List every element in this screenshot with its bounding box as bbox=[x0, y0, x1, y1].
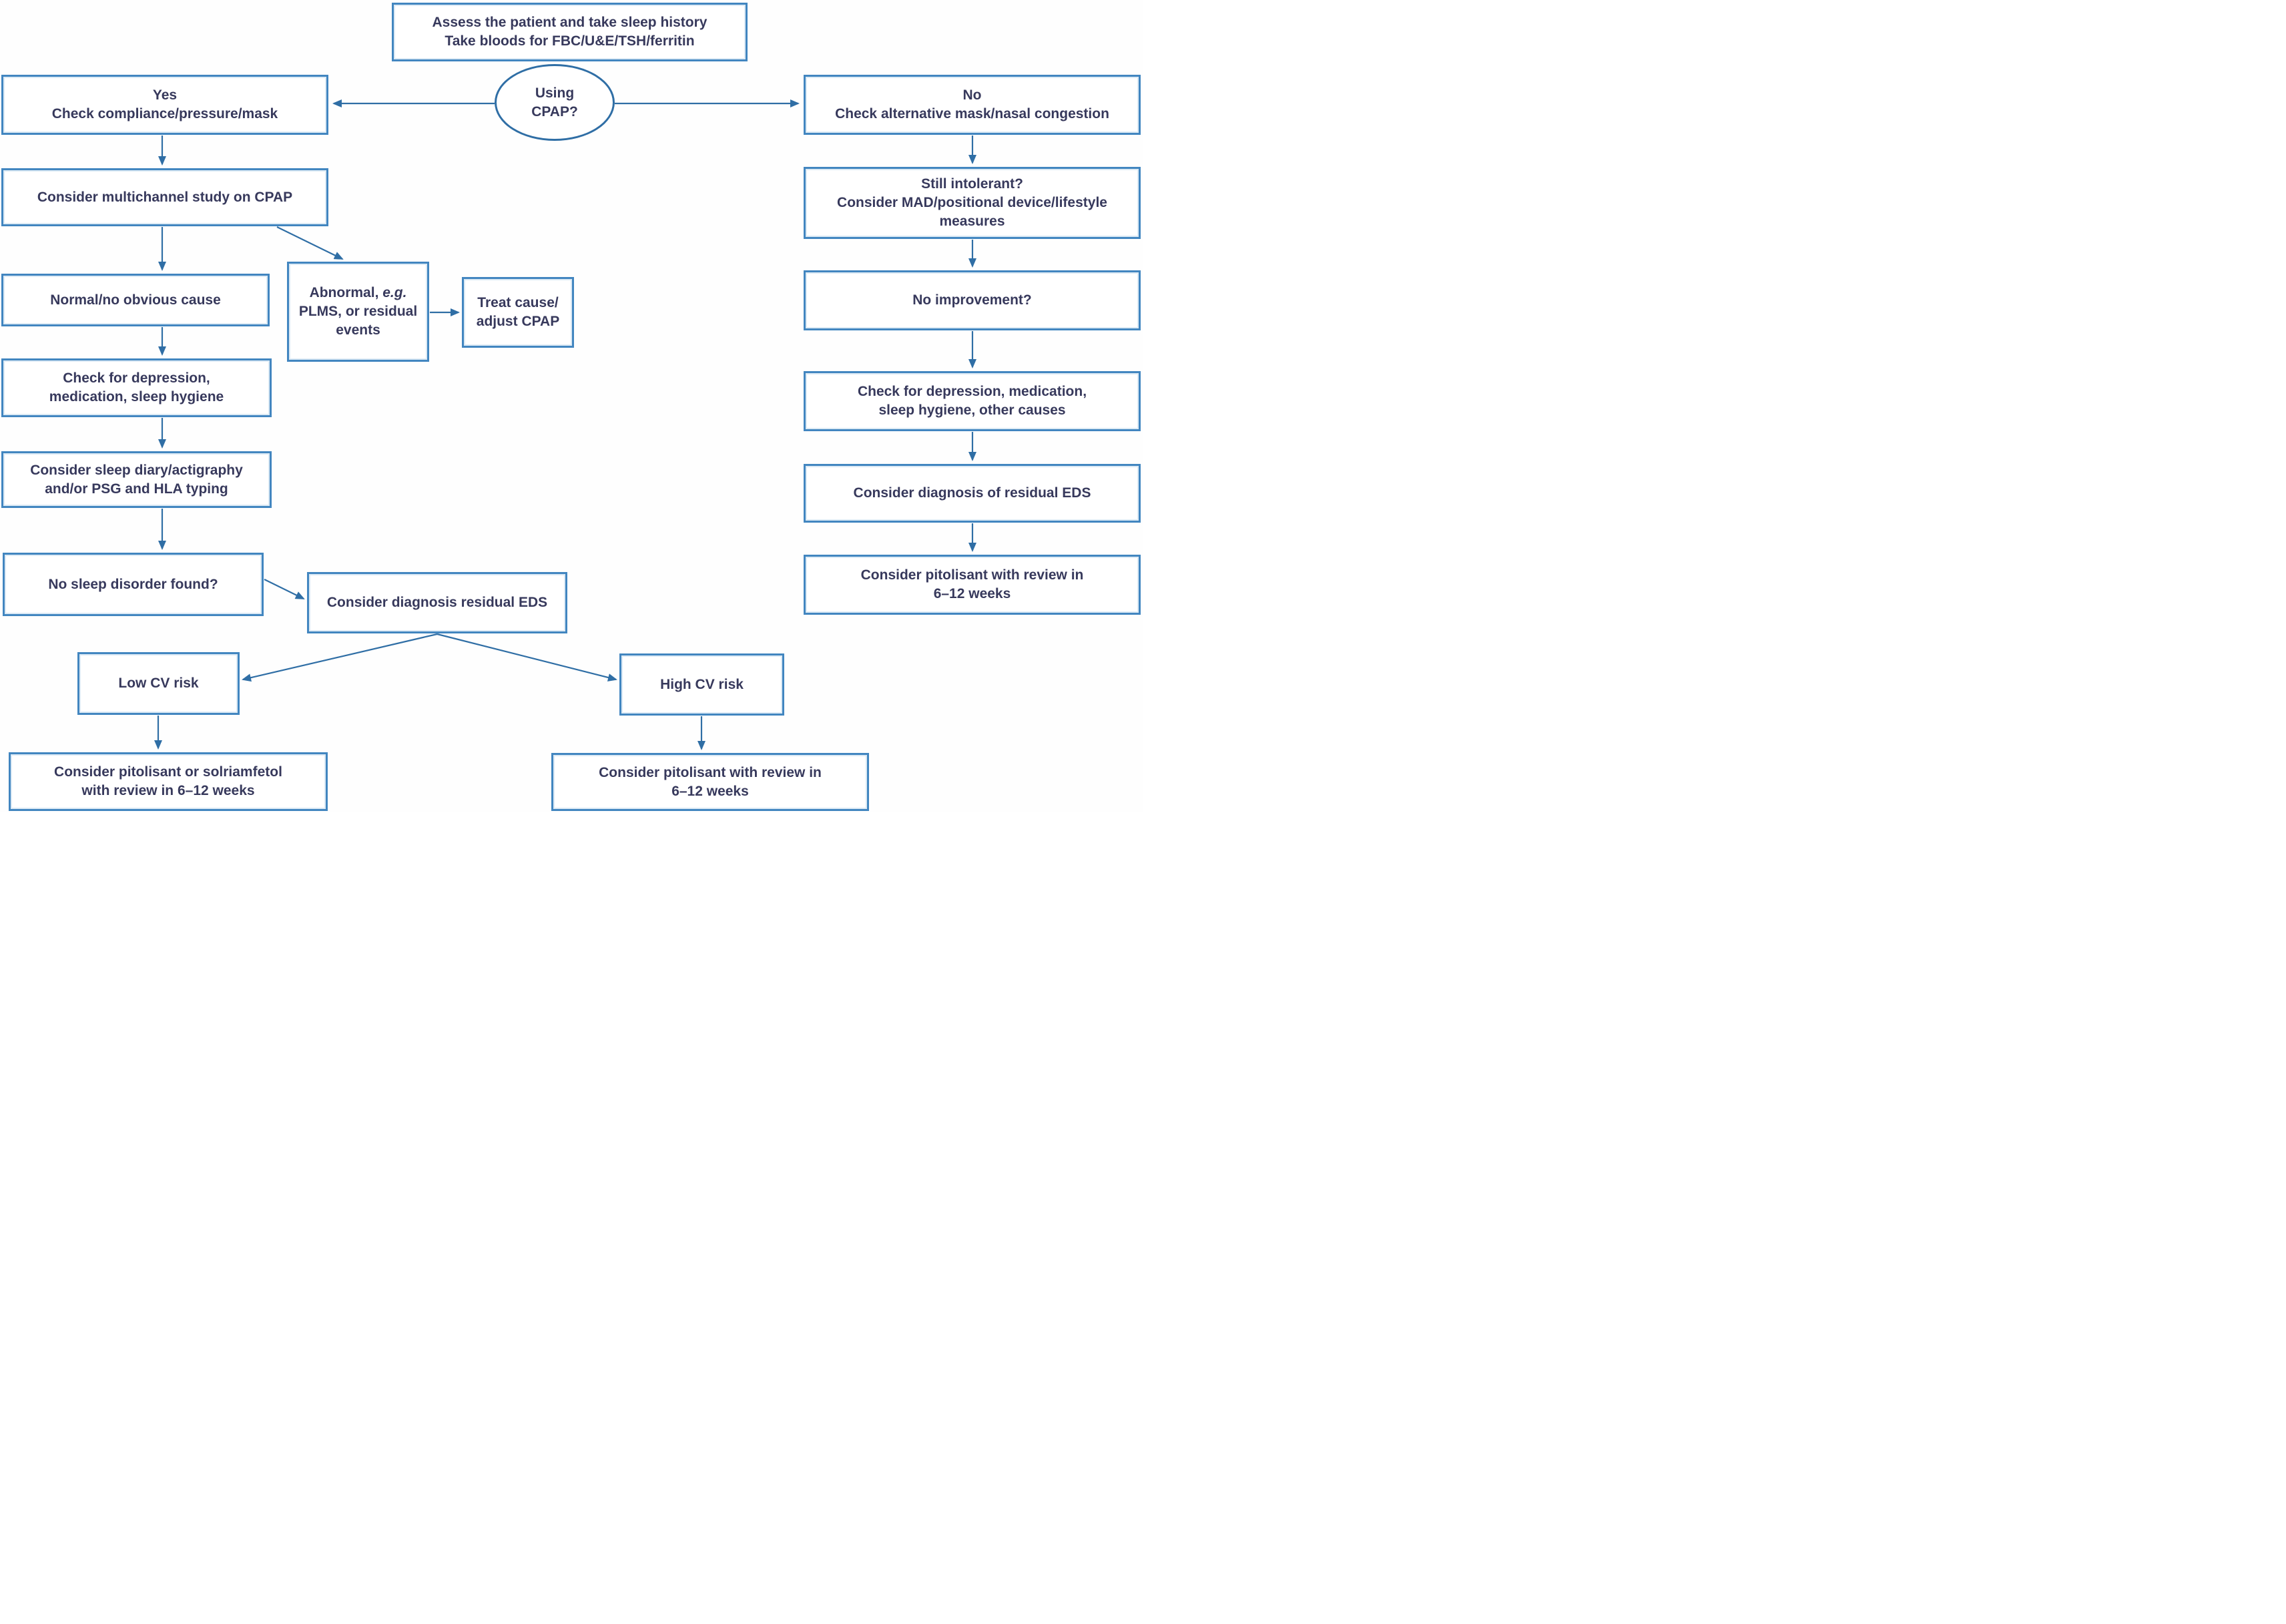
node-abnormal-findings: Abnormal, e.g. PLMS, or residual events bbox=[287, 262, 429, 362]
node-normal-no-obvious-cause: Normal/no obvious cause bbox=[1, 274, 270, 326]
arrow-multichannel-to-abnormal bbox=[276, 226, 344, 260]
node-still-intolerant-mad: Still intolerant? Consider MAD/positiona… bbox=[804, 167, 1141, 239]
node-check-depression-left: Check for depression, medication, sleep … bbox=[1, 358, 272, 417]
node-consider-residual-eds: Consider diagnosis residual EDS bbox=[307, 572, 567, 633]
node-assess-patient: Assess the patient and take sleep histor… bbox=[392, 3, 748, 61]
node-pitolisant-right: Consider pitolisant with review in 6–12 … bbox=[804, 555, 1141, 615]
node-low-cv-risk: Low CV risk bbox=[77, 652, 240, 715]
node-no-sleep-disorder-found: No sleep disorder found? bbox=[3, 553, 264, 616]
node-treat-cause-adjust-cpap: Treat cause/ adjust CPAP bbox=[462, 277, 574, 348]
node-yes-check-compliance: Yes Check compliance/pressure/mask bbox=[1, 75, 328, 135]
abnormal-line1-text: Abnormal, bbox=[309, 285, 383, 301]
arrow-residualeds-to-lowcv bbox=[242, 633, 438, 682]
node-sleep-diary-actigraphy: Consider sleep diary/actigraphy and/or P… bbox=[1, 451, 272, 508]
abnormal-line-1: Abnormal, e.g. bbox=[310, 284, 407, 302]
node-high-cv-risk: High CV risk bbox=[619, 653, 784, 716]
abnormal-line-2: PLMS, or residual bbox=[298, 304, 418, 320]
node-pitolisant-high-cv: Consider pitolisant with review in 6–12 … bbox=[551, 753, 869, 811]
arrow-residualeds-to-highcv bbox=[437, 633, 617, 682]
node-no-improvement: No improvement? bbox=[804, 270, 1141, 330]
abnormal-line1-eg: e.g. bbox=[382, 285, 407, 301]
node-no-check-alternative-mask: No Check alternative mask/nasal congesti… bbox=[804, 75, 1141, 135]
cpap-eds-flowchart: Assess the patient and take sleep histor… bbox=[0, 0, 1143, 812]
node-check-depression-right: Check for depression, medication, sleep … bbox=[804, 371, 1141, 431]
node-multichannel-study: Consider multichannel study on CPAP bbox=[1, 168, 328, 226]
arrow-nosleepdisorder-to-residualeds bbox=[264, 579, 305, 599]
node-pitolisant-or-solriamfetol: Consider pitolisant or solriamfetol with… bbox=[9, 752, 328, 811]
node-consider-residual-eds-right: Consider diagnosis of residual EDS bbox=[804, 464, 1141, 523]
abnormal-line-3: events bbox=[336, 322, 380, 338]
decision-using-cpap: Using CPAP? bbox=[495, 64, 615, 141]
